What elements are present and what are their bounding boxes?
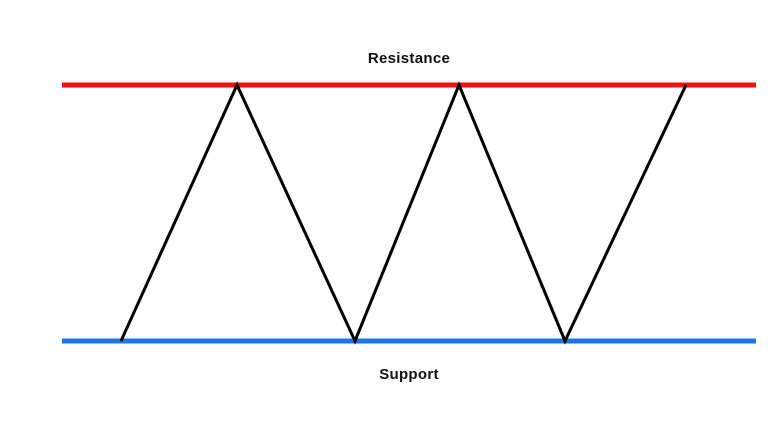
resistance-label: Resistance <box>367 50 451 67</box>
price-zigzag-line <box>119 81 688 345</box>
support-label: Support <box>379 366 439 383</box>
